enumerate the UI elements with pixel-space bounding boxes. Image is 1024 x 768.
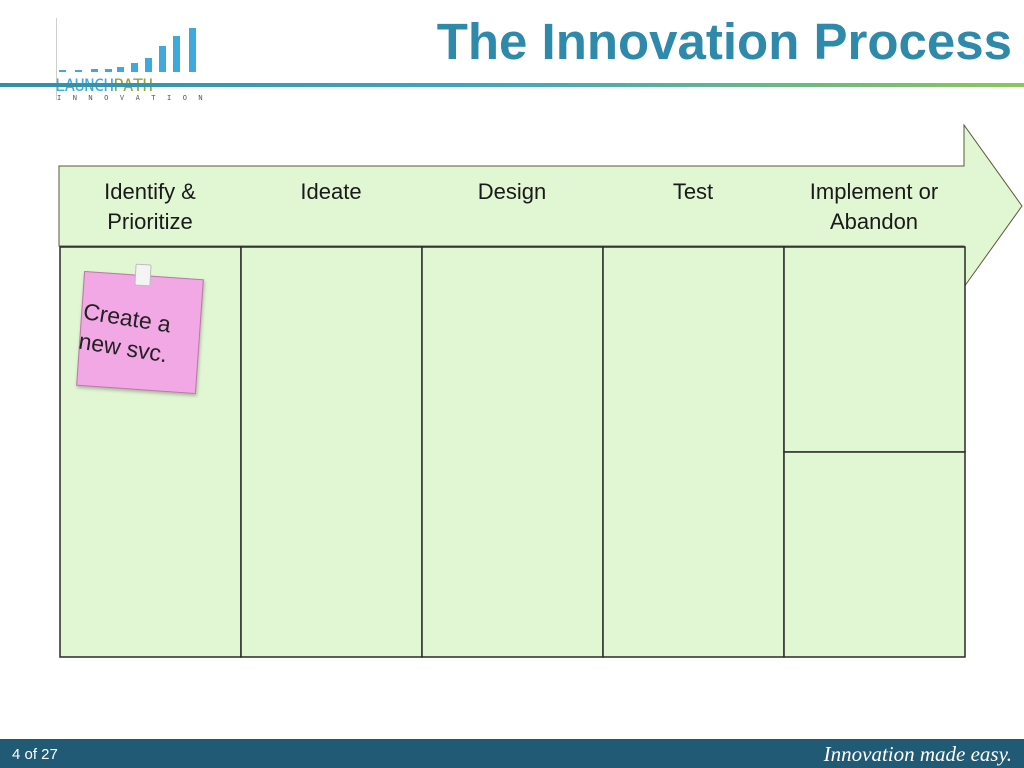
footer-tagline: Innovation made easy. — [823, 742, 1012, 766]
stage-label-identify: Identify & Prioritize — [60, 177, 240, 237]
stage-column-design — [421, 246, 604, 658]
logo-bar-icon — [75, 70, 82, 72]
logo-bar-icon — [145, 58, 152, 72]
stage-column-test — [602, 246, 785, 658]
stage-label-line: Implement or — [809, 179, 939, 204]
logo-bar-icon — [159, 46, 166, 72]
logo-bar-icon — [173, 36, 180, 72]
stage-label-line: Prioritize — [107, 209, 193, 234]
process-arrow — [58, 123, 1023, 289]
logo-divider — [56, 18, 57, 100]
logo-subtitle: INNOVATION — [57, 94, 215, 102]
logo-bar-icon — [117, 67, 124, 72]
stage-label-implement: Implement or Abandon — [784, 177, 964, 237]
pushpin-icon — [134, 263, 152, 287]
footer-bar — [0, 739, 1024, 768]
stage-label-line: Identify & — [104, 179, 196, 204]
stage-label-test: Test — [603, 177, 783, 207]
stage-column-implement — [783, 246, 966, 453]
logo-bar-icon — [189, 28, 196, 72]
title-rule — [0, 83, 1024, 87]
logo-bar-icon — [59, 70, 66, 72]
stage-label-line: Ideate — [300, 179, 362, 204]
stage-label-ideate: Ideate — [241, 177, 421, 207]
page-number: 4 of 27 — [12, 746, 58, 763]
stage-column-abandon — [783, 451, 966, 658]
stage-label-design: Design — [422, 177, 602, 207]
stage-label-line: Abandon — [829, 209, 919, 234]
stage-label-line: Test — [672, 179, 714, 204]
logo-bar-icon — [131, 63, 138, 72]
logo-bar-icon — [105, 69, 112, 72]
stage-label-line: Design — [477, 179, 547, 204]
stage-column-ideate — [240, 246, 423, 658]
logo-bar-icon — [91, 69, 98, 72]
page-title: The Innovation Process — [436, 13, 1012, 70]
